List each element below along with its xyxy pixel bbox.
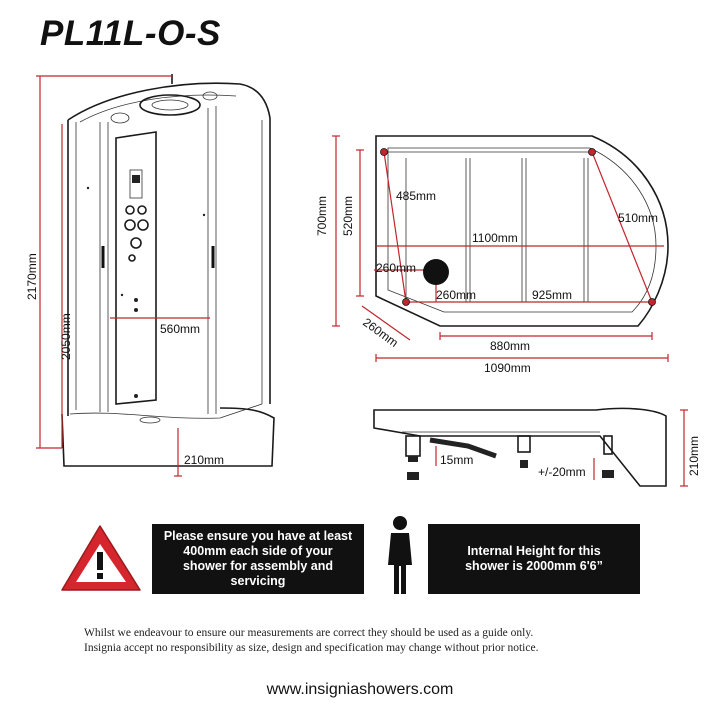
front-view (36, 74, 275, 477)
warning-triangle-icon (61, 525, 141, 591)
plan-view (332, 135, 669, 362)
leg-adjust-label: +/-20mm (538, 465, 586, 479)
total-height-label: 2170mm (25, 253, 39, 300)
diag-right-label: 510mm (618, 211, 658, 225)
leg-span-label: 925mm (532, 288, 572, 302)
clearance-line-4: servicing (230, 574, 286, 588)
disclaimer-line-2: Insignia accept no responsibility as siz… (84, 642, 539, 654)
disclaimer-line-1: Whilst we endeavour to ensure our measur… (84, 627, 534, 639)
website-url: www.insigniashowers.com (266, 681, 454, 698)
internal-height-notice: Internal Height for this shower is 2000m… (428, 524, 640, 594)
disclaimer: Whilst we endeavour to ensure our measur… (84, 626, 644, 656)
depth-outer-label: 700mm (315, 196, 329, 236)
product-title: PL11L-O-S (40, 14, 221, 53)
person-silhouette-icon (388, 516, 412, 594)
diag-left-label: 485mm (396, 189, 436, 203)
clearance-notice: Please ensure you have at least 400mm ea… (152, 524, 364, 594)
overall-width-label: 1090mm (484, 361, 531, 375)
tray-height-front-label: 210mm (184, 453, 224, 467)
clearance-line-2: 400mm each side of your (183, 544, 333, 558)
inner-length-label: 1100mm (472, 231, 518, 245)
cabin-height-label: 2050mm (59, 313, 73, 360)
waste-offset-front-label: 260mm (436, 288, 476, 302)
side-view (373, 407, 688, 487)
tray-height-side-label: 210mm (687, 436, 701, 476)
clearance-line-1: Please ensure you have at least (163, 529, 353, 543)
front-straight-label: 880mm (490, 339, 530, 353)
waste-height-label: 15mm (440, 453, 473, 467)
internal-line-1: Internal Height for this (467, 544, 601, 558)
corner-depth-label: 260mm (360, 315, 401, 350)
internal-line-2: shower is 2000mm 6'6” (465, 559, 603, 573)
clearance-line-3: shower for assembly and (182, 559, 334, 573)
depth-inner-label: 520mm (341, 196, 355, 236)
panel-width-label: 560mm (160, 322, 200, 336)
waste-offset-side-label: 260mm (376, 261, 416, 275)
